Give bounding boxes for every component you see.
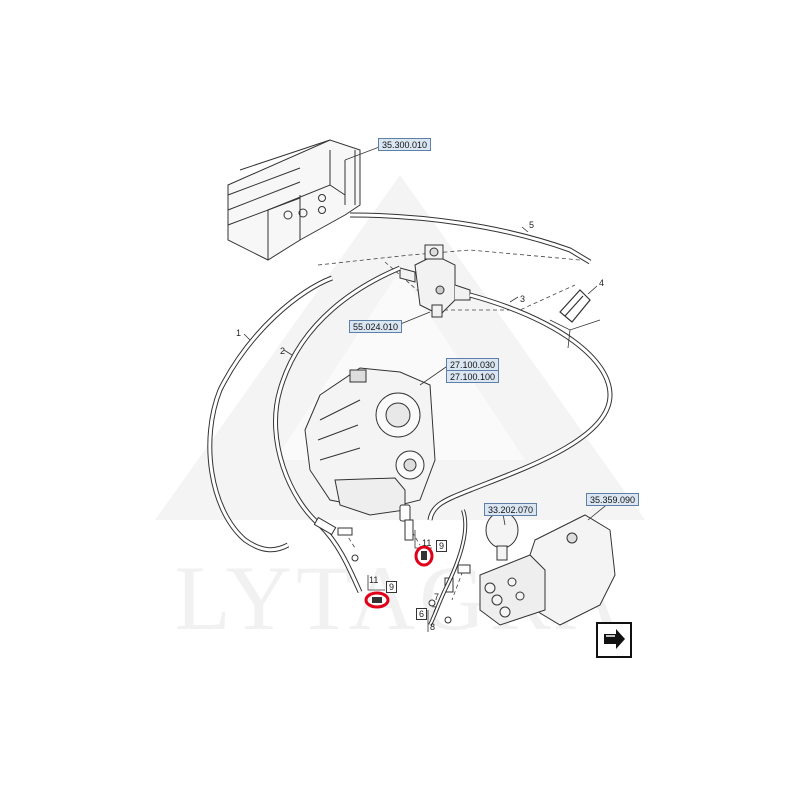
callout-2: 2 [280,346,286,356]
dashed-leader-5 [451,564,466,601]
highlight-ring-mid [414,545,434,567]
callout-11b: 11 [422,538,432,548]
transmission-housing [304,367,436,516]
callout-5: 5 [529,220,535,230]
valve-block [399,244,471,318]
ref-55-024-010[interactable]: 55.024.010 [349,320,403,333]
leader-35-300-010 [344,145,383,161]
dashed-leader-2 [384,261,576,311]
tank-drawing [227,139,361,261]
callout-3: 3 [520,294,526,304]
leader-55-024-010 [397,311,431,326]
accumulator [485,511,519,561]
callout-7b: 7 [432,605,438,615]
callout-4: 4 [599,278,605,288]
ref-33-202-070[interactable]: 33.202.070 [484,503,538,516]
callout-9a: 9 [386,581,397,593]
callout-7a: 7 [434,592,440,602]
ref-35-359-090[interactable]: 35.359.090 [586,493,640,506]
arrow-next-icon[interactable] [596,622,632,658]
callout-9b: 9 [436,540,447,552]
control-valve [479,514,616,626]
part-4-clip [559,289,591,323]
highlight-ring-bottom [364,591,390,609]
ref-27-100-100[interactable]: 27.100.100 [446,370,500,383]
callout-8: 8 [430,622,436,632]
ref-35-300-010[interactable]: 35.300.010 [378,138,432,151]
fittings [313,504,471,624]
leader-27-100-030 [419,366,447,386]
callout-1: 1 [236,328,242,338]
callout-11a: 11 [369,575,379,585]
callout-6: 6 [416,608,427,620]
